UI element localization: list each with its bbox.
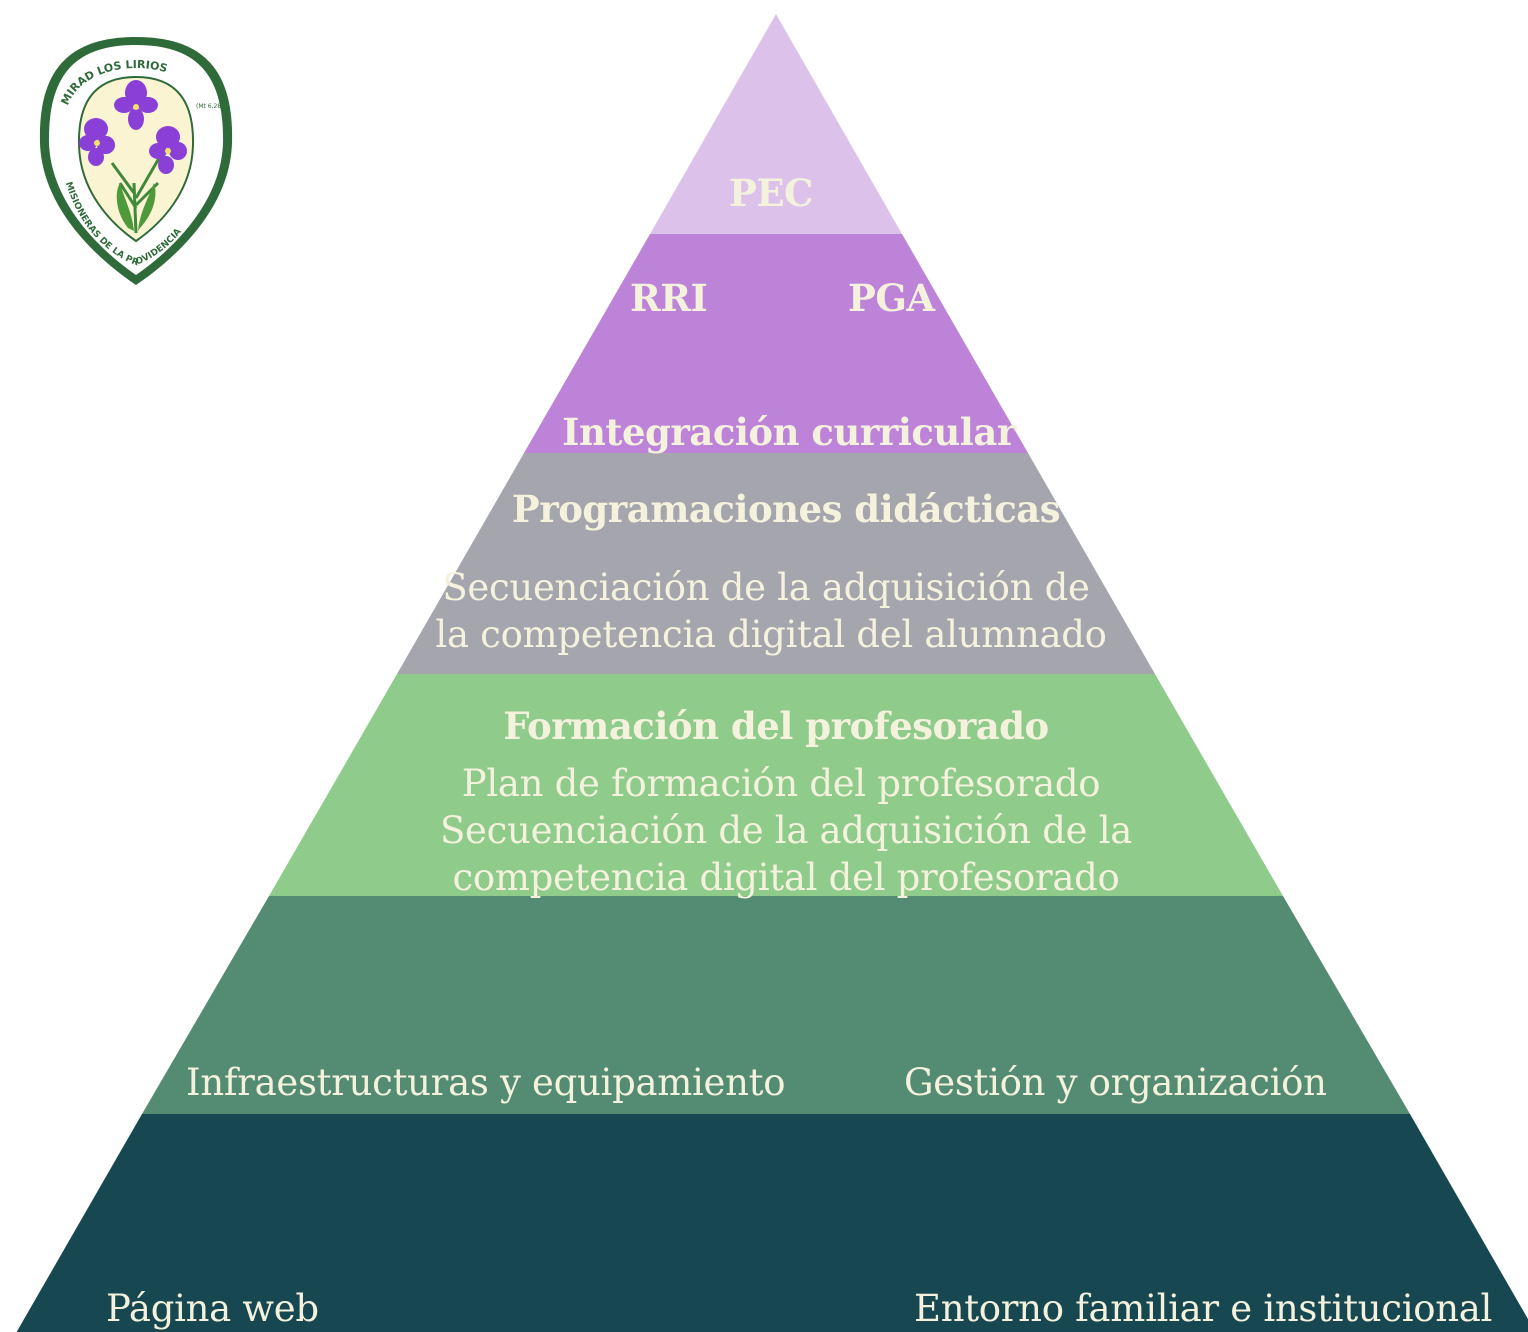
pyramid-level-6 <box>16 1114 1528 1332</box>
pyramid-level-2 <box>524 234 1028 453</box>
label-gestion-organizacion: Gestión y organización <box>904 1061 1327 1104</box>
label-programaciones-didacticas: Programaciones didácticas <box>511 487 1061 531</box>
label-rri: RRI <box>630 276 708 320</box>
school-crest-logo: MIRAD LOS LIRIOS (Mt 6,28) MISIONERAS DE… <box>39 37 233 285</box>
label-pga: PGA <box>848 276 935 320</box>
label-secuenciacion-alumnado-line2: la competencia digital del alumnado <box>435 613 1107 656</box>
label-infraestructuras: Infraestructuras y equipamiento <box>186 1061 786 1104</box>
label-secuenciacion-profesorado-line2: competencia digital del profesorado <box>452 856 1120 899</box>
label-entorno-familiar: Entorno familiar e institucional <box>914 1287 1493 1330</box>
pyramid-level-4 <box>269 674 1283 896</box>
label-secuenciacion-profesorado-line1: Secuenciación de la adquisición de la <box>439 809 1133 852</box>
label-integracion-curricular: Integración curricular <box>562 410 1016 454</box>
label-pec: PEC <box>729 171 813 215</box>
pyramid-level-5 <box>142 896 1410 1114</box>
pyramid-level-3 <box>397 453 1155 674</box>
label-formacion-profesorado: Formación del profesorado <box>503 704 1049 748</box>
crest-verse-text: (Mt 6,28) <box>196 103 223 110</box>
label-plan-formacion: Plan de formación del profesorado <box>461 762 1101 805</box>
iris-flowers-icon <box>79 80 187 234</box>
label-secuenciacion-alumnado-line1: Secuenciación de la adquisición de <box>442 566 1090 609</box>
pyramid-level-1 <box>650 14 902 234</box>
label-pagina-web: Página web <box>106 1287 319 1330</box>
